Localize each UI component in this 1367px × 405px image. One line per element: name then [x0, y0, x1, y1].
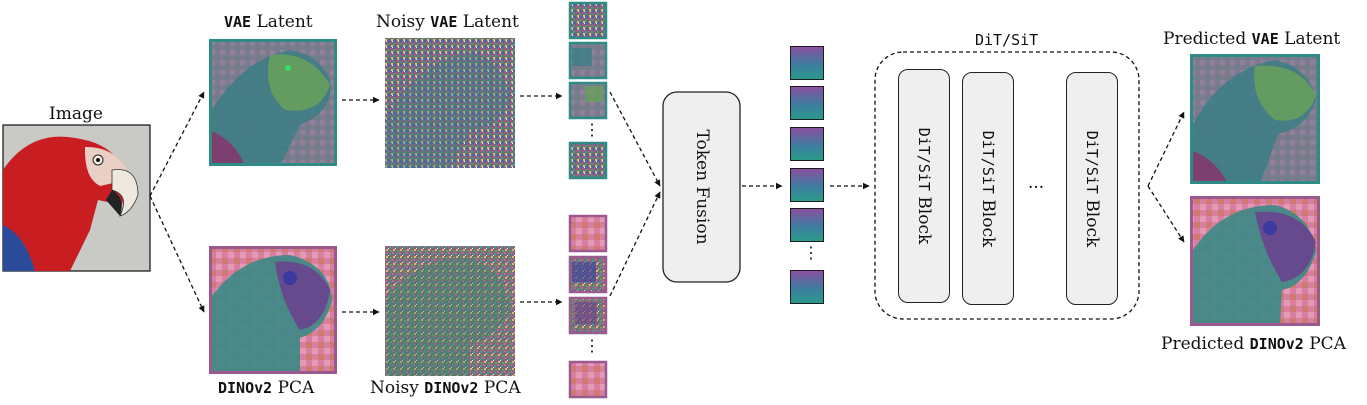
dit-block-n-label: DiT/SiT Block — [1082, 130, 1102, 247]
dit-block-1: DiT/SiT Block — [898, 69, 950, 303]
predicted-dino-pca-image — [1190, 196, 1320, 326]
dit-group-title: DiT/SiT — [975, 31, 1039, 49]
fused-token-2 — [790, 86, 824, 120]
dit-group-box — [874, 51, 1140, 320]
dino-pca-label: DINOv2 PCA — [218, 378, 315, 398]
arrow-dit-to-pred-dino — [1147, 185, 1185, 243]
dino-patch-ellipsis: ⋮ — [584, 336, 600, 355]
arrow-dit-to-pred-vae — [1147, 111, 1185, 187]
dit-block-2-label: DiT/SiT Block — [978, 130, 998, 247]
fused-token-4 — [790, 168, 824, 202]
fused-token-1 — [790, 46, 824, 80]
dino-patch-column — [568, 214, 608, 399]
noisy-vae-latent-label: Noisy VAE Latent — [376, 12, 519, 32]
fused-token-6 — [790, 270, 824, 304]
token-fusion-block — [662, 91, 741, 283]
vae-patch-column — [568, 1, 608, 180]
arrow-dino-patches-to-fusion — [609, 191, 661, 297]
dit-block-ellipsis: ··· — [1028, 178, 1045, 198]
predicted-vae-latent-image — [1190, 54, 1320, 184]
vae-patch-ellipsis: ⋮ — [584, 120, 600, 139]
arrow-image-to-dino — [149, 195, 205, 313]
vae-latent-label: VAE Latent — [224, 12, 313, 32]
noisy-dino-pca-image — [385, 246, 515, 376]
fused-token-ellipsis: ⋮ — [803, 243, 819, 262]
arrow-vae-patches-to-fusion — [609, 91, 661, 187]
dit-block-n: DiT/SiT Block — [1066, 72, 1118, 305]
arrow-image-to-vae — [149, 91, 205, 197]
token-fusion-label: Token Fusion — [691, 129, 712, 245]
predicted-vae-latent-label: Predicted VAE Latent — [1163, 29, 1341, 49]
image-label: Image — [49, 104, 103, 124]
input-image — [2, 124, 151, 272]
vae-latent-image — [209, 39, 337, 166]
noisy-dino-pca-label: Noisy DINOv2 PCA — [370, 378, 521, 398]
dit-block-2: DiT/SiT Block — [962, 72, 1014, 305]
flow-arrows — [149, 91, 1185, 316]
fused-token-5 — [790, 208, 824, 242]
dino-pca-image — [209, 246, 337, 374]
dit-block-1-label: DiT/SiT Block — [914, 127, 934, 245]
fused-token-3 — [790, 127, 824, 161]
predicted-dino-pca-label: Predicted DINOv2 PCA — [1161, 334, 1346, 354]
noisy-vae-latent-image — [385, 38, 515, 168]
